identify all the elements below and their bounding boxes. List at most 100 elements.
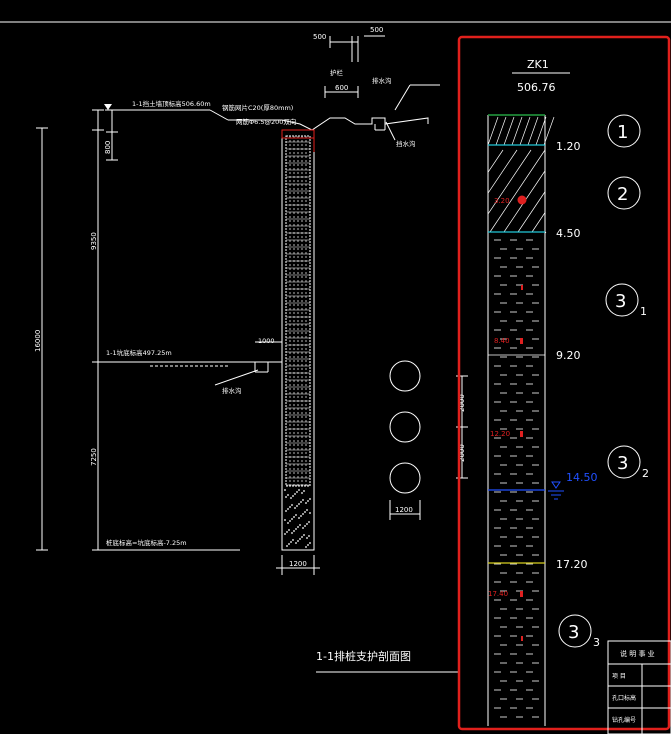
borehole-name: ZK1 — [527, 58, 549, 71]
concrete-dot — [304, 511, 306, 513]
title-block-row-3: 钻孔编号 — [612, 716, 636, 724]
concrete-dot — [302, 513, 304, 515]
concrete-dot — [285, 496, 287, 498]
depth-label-17-20: 17.20 — [556, 558, 588, 571]
layer-sub-3-2: 2 — [642, 467, 649, 480]
left-dimension-chain — [36, 109, 118, 551]
concrete-dot — [307, 544, 309, 546]
dim-600: 600 — [335, 84, 348, 92]
red-tick-1 — [521, 285, 523, 290]
concrete-dot — [292, 539, 294, 541]
sample-depth-3-20: 3.20 — [494, 197, 510, 205]
concrete-dot — [286, 531, 288, 533]
layer-circle-3-2: 3 — [617, 453, 628, 474]
concrete-dot — [287, 494, 289, 496]
concrete-dot — [308, 521, 310, 523]
title-block-row-1: 项 目 — [612, 673, 626, 680]
concrete-dot — [290, 541, 292, 543]
layer-2-hatch — [487, 149, 547, 234]
dim-500-right: 500 — [370, 26, 383, 34]
concrete-dot — [286, 545, 288, 547]
concrete-dot — [303, 534, 305, 536]
layer-2-hatch-line — [487, 149, 504, 173]
concrete-dot — [288, 529, 290, 531]
section-title: 1-1排桩支护剖面图 — [316, 649, 411, 663]
layer-1-hatch-line — [535, 116, 547, 146]
layer-number-circles — [558, 114, 641, 648]
layer-sub-3-1: 1 — [640, 305, 647, 318]
dim-16000: 16000 — [34, 330, 42, 352]
layer-1-hatch-line — [503, 116, 515, 146]
layer-3-dashes — [494, 239, 539, 718]
concrete-dot — [305, 502, 307, 504]
sample-marker-3-20 — [517, 195, 527, 205]
label-drain-bottom: 排水沟 — [222, 386, 242, 395]
label-pile-bottom: 桩底标高=坑底标高-7.25m — [106, 538, 187, 547]
concrete-dot — [287, 508, 289, 510]
top-dimensions — [324, 35, 385, 98]
concrete-dot — [293, 530, 295, 532]
borehole-elevation: 506.76 — [517, 81, 556, 94]
layer-1-hatch-line — [495, 116, 507, 146]
dim-500-left: 500 — [313, 33, 326, 41]
red-tick-2 — [521, 636, 523, 641]
layer-sub-3-3: 3 — [593, 636, 600, 649]
top-surface — [105, 84, 440, 141]
concrete-dot — [284, 489, 286, 491]
concrete-dot — [306, 537, 308, 539]
concrete-dot — [300, 515, 302, 517]
layer-1-hatch-line — [519, 116, 531, 146]
concrete-dot — [285, 510, 287, 512]
concrete-dot — [296, 505, 298, 507]
concrete-dot — [309, 512, 311, 514]
concrete-dot — [295, 514, 297, 516]
concrete-dot — [295, 528, 297, 530]
concrete-dot — [302, 527, 304, 529]
title-block-header: 说 明 事 业 — [620, 649, 655, 658]
water-level-icon — [548, 481, 564, 500]
concrete-dot — [300, 501, 302, 503]
layer-1-hatch-line — [527, 116, 539, 146]
label-rebar: 网筋Φ6.5@200双向 — [236, 117, 296, 126]
sample-depth-12-20: 12.20 — [490, 430, 510, 438]
borehole-column — [487, 115, 546, 726]
label-guardrail: 护栏 — [330, 68, 344, 77]
concrete-dot — [291, 518, 293, 520]
label-pit-bottom: 1-1坑底标高497.25m — [106, 348, 172, 357]
water-depth-label: 14.50 — [566, 471, 598, 484]
depth-label-4-50: 4.50 — [556, 227, 581, 240]
layer-circle-3-1: 3 — [615, 291, 626, 312]
pit-bottom-line — [100, 341, 282, 386]
concrete-dot — [306, 509, 308, 511]
concrete-dot — [289, 506, 291, 508]
concrete-dot — [305, 546, 307, 548]
concrete-dot — [298, 503, 300, 505]
layer-circle-3-3: 3 — [568, 622, 579, 643]
concrete-dot — [302, 499, 304, 501]
layer-1-hatch — [487, 116, 555, 146]
concrete-dot — [309, 542, 311, 544]
concrete-dot — [291, 504, 293, 506]
concrete-dot — [298, 489, 300, 491]
pile-top-mark — [281, 129, 315, 139]
sample-marker-12-20 — [520, 431, 523, 437]
concrete-dot — [303, 490, 305, 492]
layer-circle-1: 1 — [617, 122, 628, 143]
sample-marker-8-40 — [520, 338, 523, 344]
concrete-dot — [284, 519, 286, 521]
label-drain-top: 排水沟 — [372, 76, 392, 85]
concrete-dot — [297, 540, 299, 542]
concrete-dot — [307, 500, 309, 502]
concrete-dot — [301, 492, 303, 494]
sample-marker-17-40 — [520, 591, 523, 597]
circle-width-dim: 1200 — [395, 506, 413, 514]
concrete-dot — [290, 497, 292, 499]
concrete-dot — [291, 532, 293, 534]
pile-width-dim: 1200 — [289, 560, 307, 568]
label-mesh: 钢筋网片C20(厚80mm) — [222, 103, 293, 112]
concrete-dot — [292, 495, 294, 497]
pile-hatch — [286, 141, 310, 486]
concrete-dot — [287, 522, 289, 524]
pile-concrete-dots — [284, 489, 311, 548]
elev-marker-top — [104, 104, 112, 110]
